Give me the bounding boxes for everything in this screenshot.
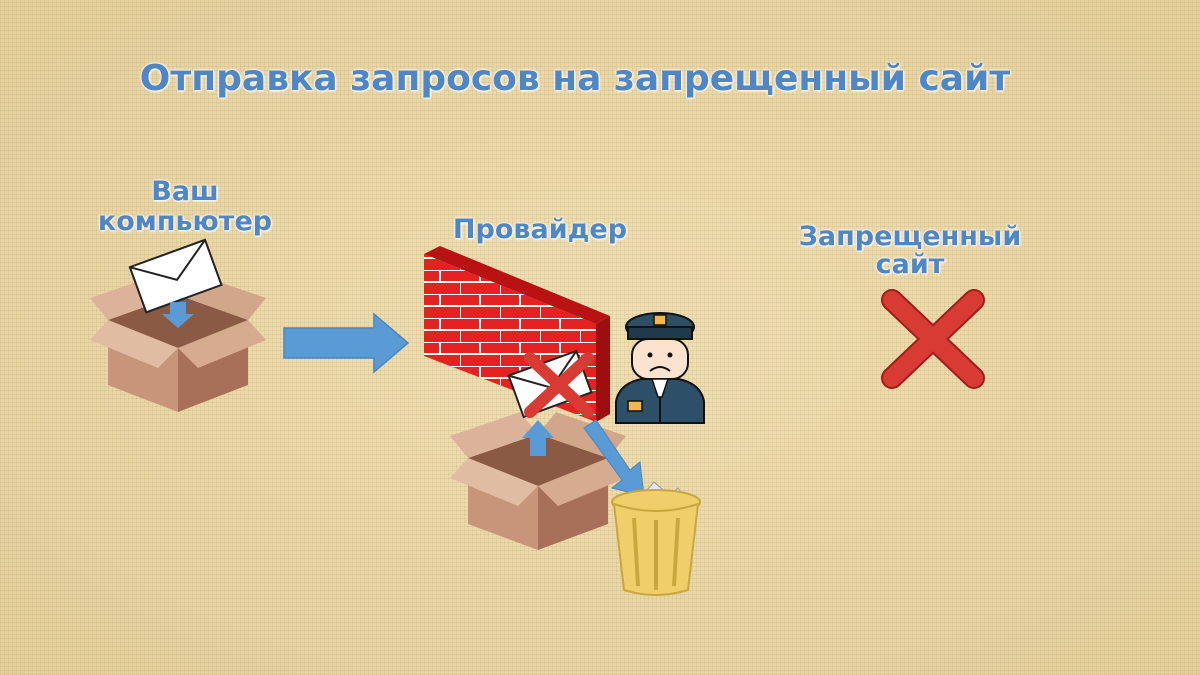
envelope-icon bbox=[128, 238, 223, 314]
computer-label-line1: Ваш bbox=[151, 176, 219, 207]
police-officer-icon bbox=[615, 312, 705, 424]
reject-cross-icon bbox=[524, 352, 594, 418]
arrow-to-bin-icon bbox=[583, 419, 645, 497]
computer-box-group bbox=[90, 238, 266, 412]
page-title: Отправка запросов на запрещенный сайт bbox=[139, 58, 1011, 99]
arrow-up-icon bbox=[522, 420, 554, 456]
provider-label: Провайдер bbox=[452, 214, 628, 245]
trash-bin-icon bbox=[611, 481, 701, 596]
box-icon bbox=[90, 274, 266, 412]
arrow-right-icon bbox=[283, 312, 410, 374]
arrow-down-icon bbox=[162, 302, 194, 328]
forbidden-site-label: Запрещенный сайт bbox=[798, 221, 1022, 281]
forbidden-cross-icon bbox=[881, 289, 985, 389]
computer-label-line2: компьютер bbox=[97, 206, 273, 237]
